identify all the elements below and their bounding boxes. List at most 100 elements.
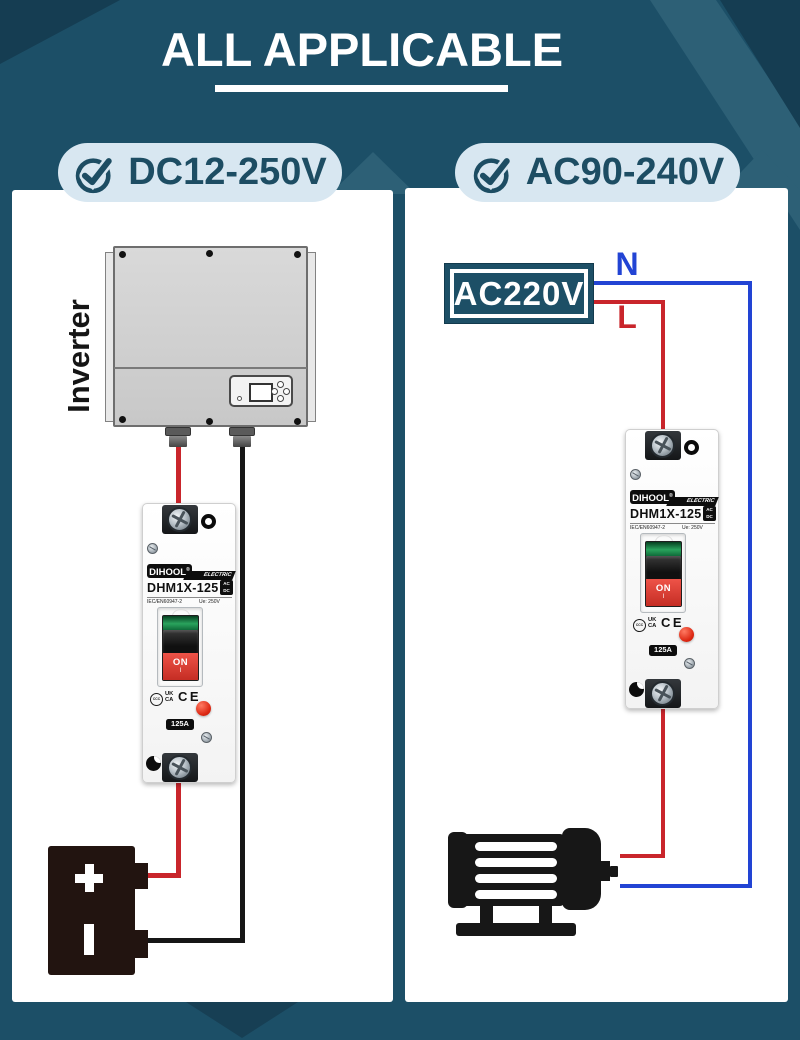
badge-dc-range: DC12-250V [58,143,342,202]
mounting-hole [684,440,699,455]
brand-logo: DIHOOL® [630,490,675,504]
terminal-screw-top [650,433,675,458]
uk-text: UK [165,691,174,697]
panel-screw [201,732,212,743]
display-led [237,396,242,401]
acdc-bottom: DC [223,587,230,593]
ac-source-label: AC220V [453,274,585,312]
motor-shaft-tip [610,866,618,877]
inverter-label: Inverter [61,299,96,413]
switch-handle[interactable] [646,556,681,579]
display-screen [249,383,273,402]
neutral-label: N [615,246,639,282]
battery-terminal-tab-negative [133,930,148,958]
motor-fin-slot [475,874,557,883]
switch-handle[interactable] [163,630,198,653]
ce-mark: CE [178,689,202,704]
motor-bell-housing [562,828,601,910]
acdc-bottom: DC [706,513,713,519]
motor-fin-slot [475,842,557,851]
inverter-screw [206,250,213,257]
voltage-text: Ue: 250V [199,599,220,605]
mounting-hole [201,514,216,529]
wire-dc-positive-top [176,440,181,510]
standard-text: IEC/EN60947-2 [147,599,183,605]
ca-text: CA [165,696,174,703]
indicator-dot [679,627,694,642]
label-divider [147,597,232,598]
uk-text: UK [648,617,657,623]
inverter-seam [114,367,307,369]
wire-ac-neutral-vertical [748,281,752,888]
motor-leg [539,904,552,926]
ca-text: CA [648,622,657,629]
brand-name: DIHOOL [632,493,670,505]
wire-ac-neutral-to-motor [620,884,752,888]
motor-fin-slot [475,858,557,867]
acdc-top: AC [706,507,713,512]
battery-plus-symbol [85,864,94,892]
inverter-flange-right [307,252,316,422]
switch-green-indicator [646,542,681,556]
ccc-mark: CCC [150,693,163,706]
ac-source-inner-border: AC220V [450,269,588,318]
inverter-display [229,375,293,407]
badge-ac-range: AC90-240V [455,143,740,202]
panel-screw [147,543,158,554]
check-icon [75,155,115,193]
wire-ac-live-to-motor [620,854,665,858]
wire-ac-neutral-top [591,281,752,285]
rating-badge: 125A [649,645,677,656]
panel-screw [630,469,641,480]
cable-gland [165,427,191,436]
title-underline [215,85,508,92]
bottom-chevron-decoration [186,1002,298,1038]
mounting-notch [629,682,644,697]
registered-mark: ® [186,567,190,573]
ce-mark: CE [661,615,685,630]
standard-text: IEC/EN60947-2 [630,525,666,531]
wire-dc-positive-to-battery [144,873,181,878]
battery-minus-symbol [84,924,94,955]
model-number: DHM1X-125 [630,507,702,521]
terminal-screw-top [167,507,192,532]
peak-decoration-left [330,152,416,194]
badge-dc-label: DC12-250V [128,151,327,193]
live-label: L [617,299,637,335]
inverter-screw [119,251,126,258]
voltage-text: Ue: 250V [682,525,703,531]
display-button [277,395,284,402]
acdc-top: AC [223,581,230,586]
panel-screw [684,658,695,669]
page-title: ALL APPLICABLE [160,23,564,76]
battery-terminal-tab-positive [133,863,148,889]
indicator-dot [196,701,211,716]
label-divider [630,523,715,524]
wire-dc-negative-vertical [240,440,245,943]
wire-dc-positive-bottom [176,778,181,878]
pole-label: I [662,594,665,600]
wire-ac-live-vertical [661,300,665,433]
inverter-screw [119,416,126,423]
on-label: ON [172,657,189,668]
model-number: DHM1X-125 [147,581,219,595]
wire-dc-negative-to-battery [144,938,245,943]
terminal-screw-bottom [650,681,675,706]
motor-leg [480,904,493,926]
brand-logo: DIHOOL® [147,564,192,578]
inverter-screw [294,251,301,258]
switch-green-indicator [163,616,198,630]
badge-ac-label: AC90-240V [525,151,725,193]
terminal-screw-bottom [167,755,192,780]
cable-gland-stem [233,436,251,447]
ccc-mark: CCC [633,619,646,632]
